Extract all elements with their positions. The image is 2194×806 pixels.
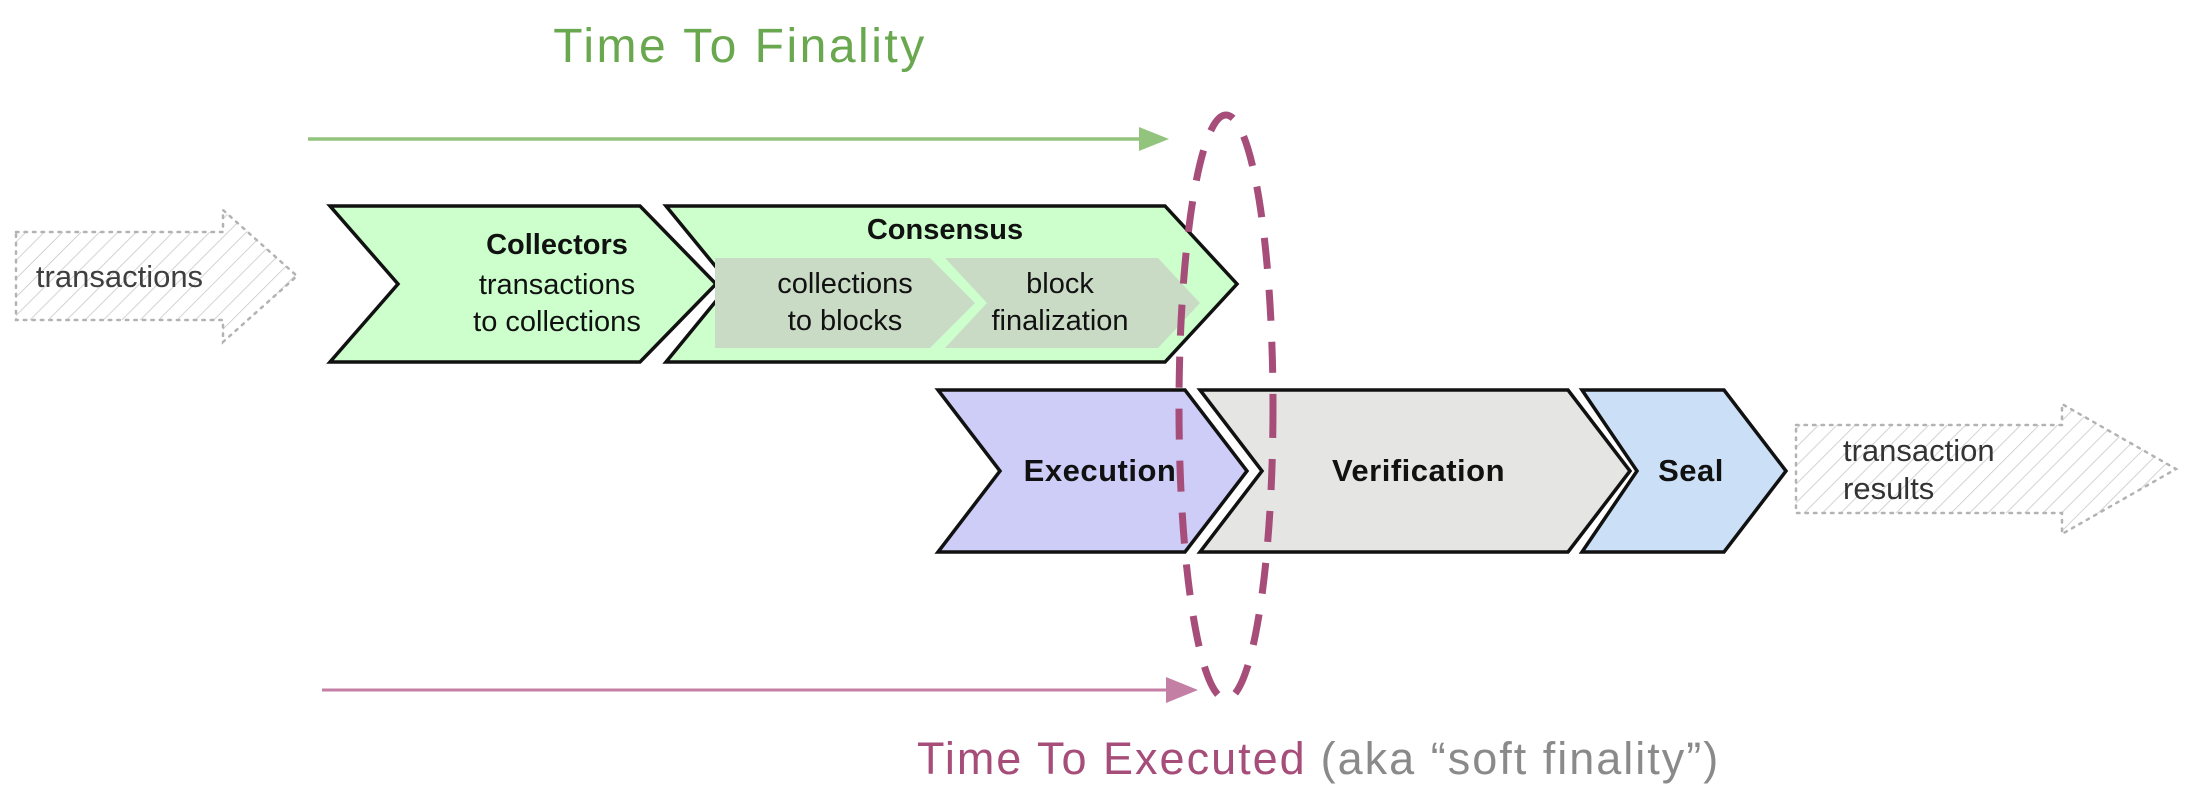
finality-arrowhead-icon [1139, 127, 1169, 151]
execution-label: Execution [1023, 452, 1177, 488]
consensus-title: Consensus [866, 213, 1024, 246]
collectors-subtitle: transactions to collections [473, 268, 641, 338]
collections-to-blocks-subchevron [715, 258, 975, 348]
transactions-label: transactions [35, 258, 204, 294]
seal-chevron [1578, 388, 1789, 554]
transactions-arrow-shape [14, 207, 299, 345]
block-finalization-label: block finalization [991, 268, 1129, 337]
soft-finality-note: (aka “soft finality”) [1320, 733, 1721, 784]
transaction-results-output-arrow [1794, 401, 2179, 537]
finality-timeline-arrow [308, 127, 1169, 151]
block-finalization-subchevron [945, 258, 1200, 348]
seal-label: Seal [1658, 452, 1724, 488]
executed-arrowhead-icon [1166, 677, 1198, 703]
verification-chevron [1196, 388, 1633, 554]
executed-timeline-arrow [322, 677, 1198, 703]
pipeline-row2 [934, 388, 1789, 554]
pipeline-row1 [326, 204, 1240, 364]
transaction-results-arrow-shape [1794, 401, 2179, 537]
transactions-input-arrow [14, 207, 299, 345]
collectors-title: Collectors [486, 229, 628, 262]
time-to-finality-title: Time To Finality [553, 20, 927, 73]
execution-chevron [934, 388, 1250, 554]
verification-label: Verification [1331, 452, 1506, 488]
transaction-results-label: transaction results [1843, 433, 1995, 506]
time-to-executed-title: Time To Executed [917, 733, 1307, 784]
collectors-stage: Collectors transactions to collections [398, 208, 716, 360]
soft-finality-ellipse [1175, 111, 1277, 703]
collections-to-blocks-label: collections to blocks [777, 268, 913, 337]
time-to-executed-caption: Time To Executed (aka “soft finality”) [917, 733, 1720, 785]
collectors-chevron [326, 204, 719, 364]
